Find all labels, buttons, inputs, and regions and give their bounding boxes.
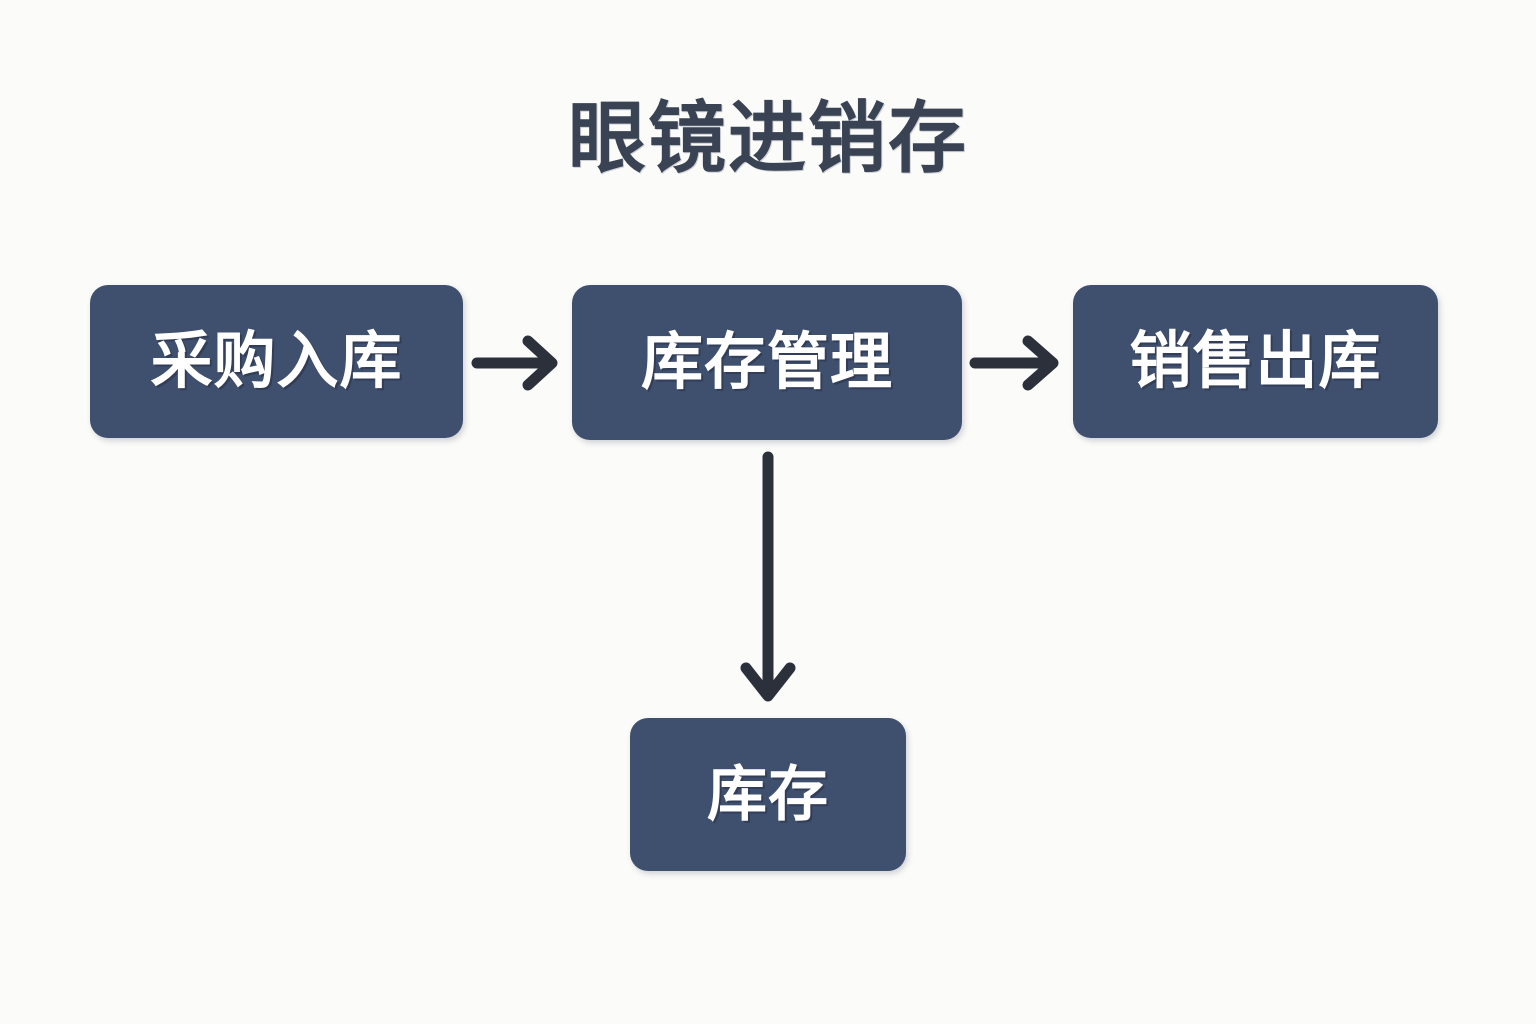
node-inventory-label: 库存 — [707, 760, 829, 828]
node-stock-management-label: 库存管理 — [640, 327, 893, 397]
arrow-right-icon-purchase-to-stock — [470, 330, 566, 396]
node-stock-management[interactable]: 库存管理 — [572, 285, 962, 440]
node-purchase[interactable]: 采购入库 — [90, 285, 463, 438]
node-inventory[interactable]: 库存 — [630, 718, 906, 871]
node-sales-outbound-label: 销售出库 — [1129, 326, 1382, 396]
node-purchase-label: 采购入库 — [150, 326, 403, 396]
arrow-right-icon-stock-to-sales — [968, 330, 1067, 396]
page-title: 眼镜进销存 — [567, 94, 968, 182]
arrow-down-icon-stock-to-inventory — [740, 450, 796, 712]
node-sales-outbound[interactable]: 销售出库 — [1073, 285, 1438, 438]
